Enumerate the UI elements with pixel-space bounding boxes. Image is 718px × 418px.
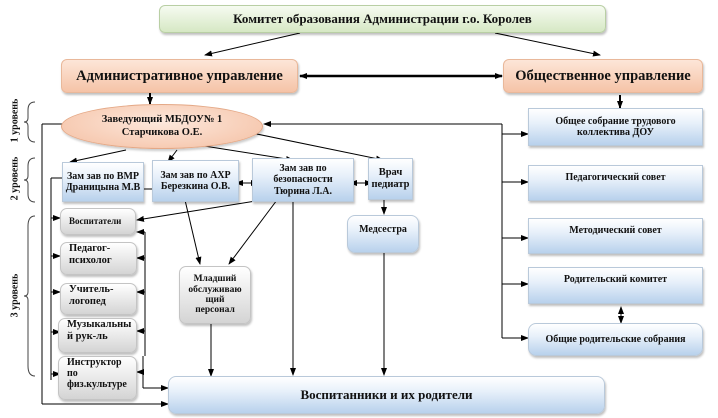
psychologist-box: Педагог- психолог (60, 242, 137, 275)
pe-instructor-box: Инструктор по физ.культуре (58, 356, 137, 400)
pedagogical-council-box: Педагогический совет (528, 165, 703, 201)
pupils-parents-label: Воспитанники и их родители (300, 386, 473, 402)
deputy-safety-title: Зам зав по (279, 162, 327, 174)
pe-instructor-line2: по (67, 368, 78, 379)
head-title: Заведующий МБДОУ№ 1 (101, 114, 223, 126)
methodical-council-label: Методический совет (569, 225, 662, 236)
level2-label: 2 уровень (9, 156, 21, 201)
doctor-title: Врач (378, 166, 403, 178)
parent-meetings-box: Общие родительские собрания (528, 323, 703, 356)
deputy-safety-name: Тюрина Л.А. (273, 185, 333, 197)
speech-therapist-box: Учитель- логопед (60, 283, 137, 315)
music-director-line1: Музыкальны (67, 319, 132, 330)
parent-committee-box: Родительский комитет (528, 267, 703, 304)
committee-label: Комитет образования Администрации г.о. К… (233, 10, 532, 26)
general-meeting-line2: коллектива ДОУ (577, 127, 654, 138)
committee-box: Комитет образования Администрации г.о. К… (159, 5, 606, 33)
doctor-box: Врач педиатр (368, 158, 413, 200)
pedagogical-council-label: Педагогический совет (565, 172, 666, 183)
general-meeting-box: Общее собрание трудового коллектива ДОУ (528, 108, 703, 146)
junior-staff-box: Младший обслуживаю щий персонал (179, 266, 251, 324)
music-director-box: Музыкальны й рук-ль (58, 318, 137, 353)
deputy-safety-box: Зам зав по безопасности Тюрина Л.А. (252, 158, 354, 202)
public-management-box: Общественное управление (503, 59, 703, 93)
line-committee-to-public (494, 32, 601, 57)
parent-meetings-label: Общие родительские собрания (545, 333, 686, 345)
administrative-management-box: Административное управление (61, 59, 298, 93)
general-meeting-line1: Общее собрание трудового (555, 115, 676, 127)
level1-label: 1 уровень (9, 98, 21, 143)
doctor-specialty: педиатр (371, 179, 410, 190)
deputy-ahr-name: Березкина О.В. (160, 181, 231, 192)
administrative-management-label: Административное управление (76, 67, 283, 84)
deputy-safety-area: безопасности (273, 174, 333, 186)
speech-therapist-line2: логопед (69, 296, 106, 308)
methodical-council-box: Методический совет (528, 218, 703, 254)
deputy-vmr-title: Зам зав по ВМР (67, 170, 139, 182)
nurse-box: Медсестра (347, 215, 419, 253)
teachers-box: Воспитатели (60, 208, 136, 235)
brace-level1 (23, 101, 36, 143)
music-director-line2: й рук-ль (67, 331, 108, 343)
junior-staff-line2: обслуживаю (188, 284, 242, 295)
level3-label: 3 уровень (9, 273, 21, 318)
deputy-vmr-box: Зам зав по ВМР Драницына М.В (62, 162, 144, 202)
psychologist-line1: Педагог- (69, 243, 111, 254)
brace-level3 (23, 215, 36, 377)
pe-instructor-line3: физ.культуре (67, 379, 127, 390)
head-ellipse: Заведующий МБДОУ№ 1 Старчикова О.Е. (61, 104, 263, 149)
deputy-ahr-box: Зам зав по АХР Березкина О.В. (152, 160, 239, 202)
junior-staff-line4: персонал (195, 305, 235, 316)
junior-staff-line3: щий (205, 295, 225, 305)
head-name: Старчикова О.Е. (121, 126, 203, 138)
pe-instructor-line1: Инструктор (67, 357, 122, 368)
teachers-label: Воспитатели (69, 216, 122, 227)
pupils-parents-box: Воспитанники и их родители (168, 376, 605, 414)
brace-level2 (23, 157, 36, 203)
speech-therapist-line1: Учитель- (69, 284, 114, 295)
nurse-label: Медсестра (359, 224, 407, 235)
line-committee-to-admin (204, 32, 301, 57)
parent-committee-label: Родительский комитет (563, 274, 668, 285)
deputy-ahr-title: Зам зав по АХР (160, 169, 231, 181)
junior-staff-line1: Младший (193, 274, 237, 285)
psychologist-line2: психолог (69, 255, 112, 267)
deputy-vmr-name: Драницына М.В (65, 182, 141, 193)
public-management-label: Общественное управление (515, 67, 691, 84)
